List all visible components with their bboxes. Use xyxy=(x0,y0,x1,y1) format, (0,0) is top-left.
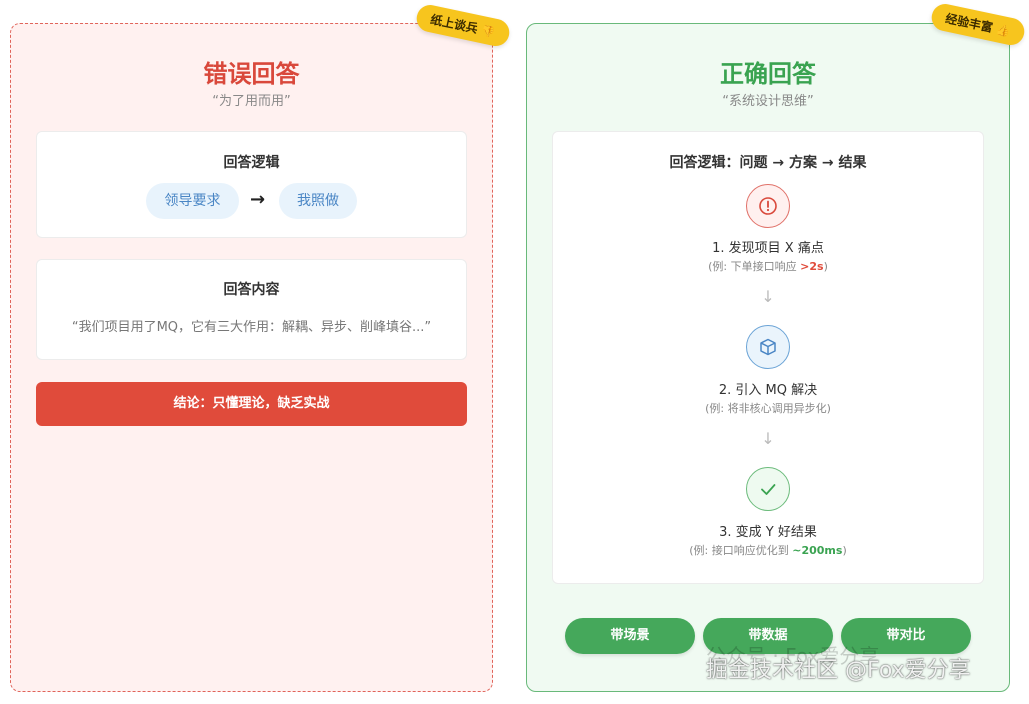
step-3-note: (例: 接口响应优化到 ~200ms) xyxy=(553,542,983,558)
right-arrow-icon: → xyxy=(250,189,266,210)
with-data-button[interactable]: 带数据 xyxy=(703,618,833,654)
logic-flow-card: 回答逻辑：问题 → 方案 → 结果 1. 发现项目 X 痛点 (例: 下单接口响… xyxy=(552,131,984,584)
conclusion-banner: 结论：只懂理论，缺乏实战 xyxy=(36,382,467,426)
step-1-note-suffix: ) xyxy=(823,260,828,273)
content-card-title: 回答内容 xyxy=(223,282,280,298)
panel-title: 正确回答 xyxy=(720,60,816,88)
panel-subtitle: “为了用而用” xyxy=(212,94,291,109)
thumbs-up-icon: 👍 xyxy=(995,23,1012,39)
badge-label: 纸上谈兵 xyxy=(429,12,480,36)
content-card: 回答内容 “我们项目用了MQ，它有三大作用：解耦、异步、削峰填谷...” xyxy=(36,259,467,360)
check-icon xyxy=(746,467,790,511)
with-scenario-button[interactable]: 带场景 xyxy=(565,618,695,654)
step-1-note-highlight: >2s xyxy=(800,260,824,273)
panel-subtitle: “系统设计思维” xyxy=(722,94,814,109)
logic-to-pill: 我照做 xyxy=(279,183,357,219)
step-3-title: 3. 变成 Y 好结果 xyxy=(719,525,817,540)
thumbs-down-icon: 👎 xyxy=(480,24,497,40)
step-3-note-suffix: ) xyxy=(842,544,847,557)
wrong-answer-panel: 纸上谈兵👎 错误回答 “为了用而用” 回答逻辑 领导要求 → 我照做 回答内容 … xyxy=(10,2,512,692)
logic-card-title: 回答逻辑 xyxy=(223,155,280,171)
with-comparison-button[interactable]: 带对比 xyxy=(841,618,971,654)
step-2-note: (例: 将非核心调用异步化) xyxy=(705,402,831,415)
correct-answer-panel: 经验丰富👍 正确回答 “系统设计思维” 回答逻辑：问题 → 方案 → 结果 1.… xyxy=(526,1,1027,692)
step-1-note: (例: 下单接口响应 >2s) xyxy=(553,258,983,274)
watermark: 掘金技术社区 @Fox爱分享 xyxy=(706,658,971,683)
badge-label: 经验丰富 xyxy=(944,11,995,35)
step-2-title: 2. 引入 MQ 解决 xyxy=(718,383,818,398)
step-1-note-text: (例: 下单接口响应 xyxy=(708,260,801,273)
cube-icon xyxy=(746,325,790,369)
logic-from-pill: 领导要求 xyxy=(146,183,239,219)
logic-card: 回答逻辑 领导要求 → 我照做 xyxy=(36,131,467,238)
badge-experienced: 经验丰富👍 xyxy=(929,1,1027,48)
down-arrow-icon: ↓ xyxy=(761,287,775,306)
step-3-note-highlight: ~200ms xyxy=(792,544,843,557)
panel-title: 错误回答 xyxy=(203,60,300,88)
down-arrow-icon: ↓ xyxy=(761,429,775,448)
badge-paper-talk: 纸上谈兵👎 xyxy=(414,2,512,49)
content-quote: “我们项目用了MQ，它有三大作用：解耦、异步、削峰填谷...” xyxy=(71,320,432,335)
step-1-title: 1. 发现项目 X 痛点 xyxy=(712,241,824,256)
watermark-back: 公众号 · Fox爱分享 xyxy=(706,644,880,668)
logic-flow-title: 回答逻辑：问题 → 方案 → 结果 xyxy=(669,155,867,171)
alert-icon xyxy=(746,184,790,228)
step-3-note-text: (例: 接口响应优化到 xyxy=(689,544,793,557)
